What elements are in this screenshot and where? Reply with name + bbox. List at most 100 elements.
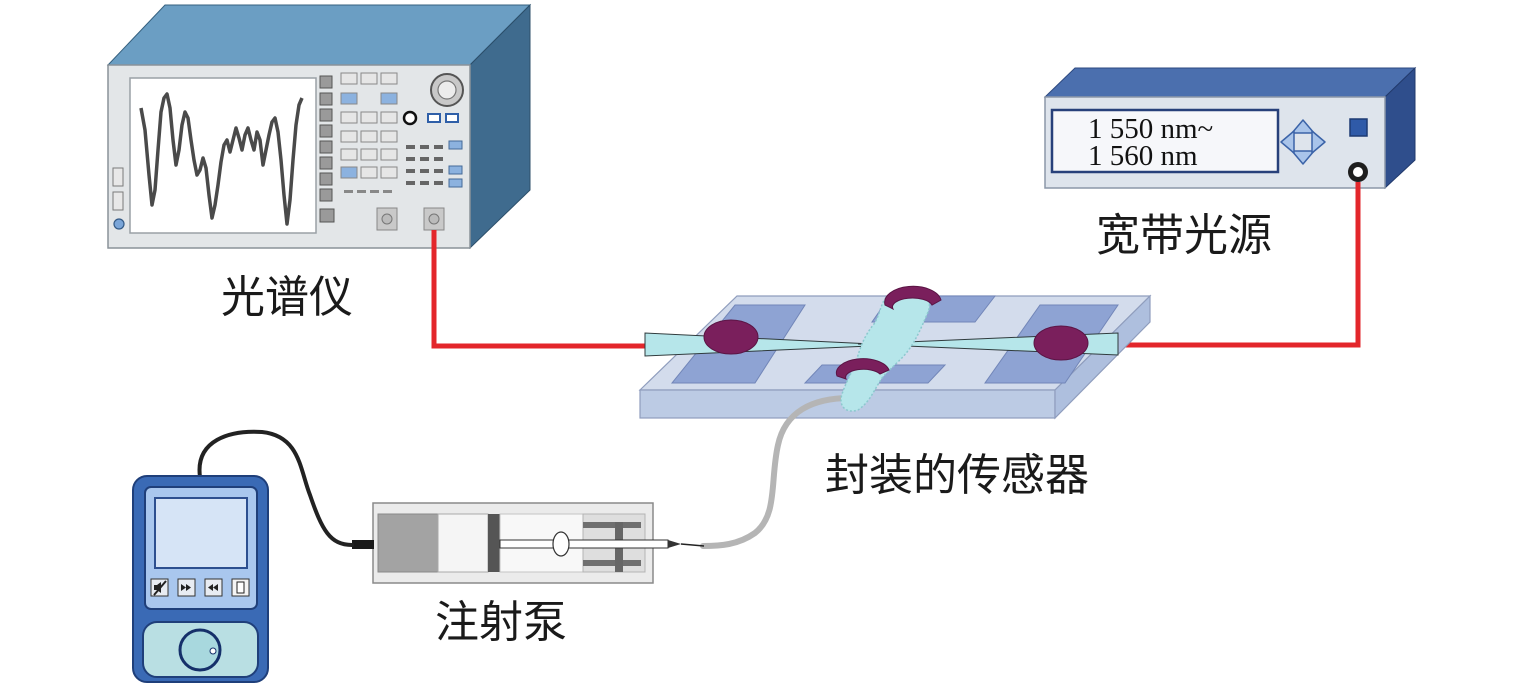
knob-inner [437,80,457,100]
ff-triangle [186,584,191,591]
power-indicator-icon [113,218,125,230]
blue-key [448,165,463,175]
function-key [340,166,358,179]
knob-icon [430,73,464,107]
adhesive-cap-bottom [835,358,890,380]
keypad-key [434,145,443,149]
syringe-plunger-rod [499,539,669,549]
navigation-arrows-icon [1280,119,1326,165]
indicator-dash [344,190,353,193]
light-source-top-face [1043,67,1417,98]
syringe-pump-label: 注射泵 [435,597,567,648]
arrow-right [1311,130,1326,154]
input-port [376,207,398,231]
keypad-key [406,181,415,185]
ring-button [402,110,418,126]
port-socket [381,213,393,225]
keypad-key [420,157,429,161]
broadband-source-label: 宽带光源 [1096,210,1272,261]
pump-motor-block [377,513,439,573]
adhesive-cap-top [884,285,942,311]
controller-button-rewind [204,578,223,597]
function-key [360,111,378,124]
control-cable [197,429,354,547]
output-port [423,207,445,231]
arrow-left [1280,130,1295,154]
pump-drive-block [437,513,489,573]
function-key [340,92,358,105]
blue-key [448,178,463,188]
keypad-key [434,169,443,173]
softkey [319,188,333,202]
blue-key [448,140,463,150]
softkey [319,75,333,89]
keypad-key [420,169,429,173]
side-slot [112,167,124,187]
clamp-bar-bottom [583,560,641,566]
softkey [319,172,333,186]
controller-button-mute [150,578,169,597]
keypad-key [420,181,429,185]
rw-triangle [213,584,218,591]
source-output-port [1348,162,1368,182]
softkey [319,156,333,170]
keypad-key [420,145,429,149]
blue-key [427,113,441,123]
function-key [360,130,378,143]
function-key [380,72,398,85]
function-key [380,166,398,179]
syringe-needle [680,543,705,547]
wavelength-display-line1: 1 550 nm~ [1088,113,1213,145]
pump-cable-connector [352,540,374,549]
arrow-up [1291,119,1315,134]
fluid-tube [700,395,853,549]
broadband-light-source: 1 550 nm~ 1 560 nm 宽带光源 [1043,66,1417,261]
wavelength-display-line2: 1 560 nm [1088,140,1198,172]
softkey [319,124,333,138]
indicator-dash [383,190,392,193]
blue-key [445,113,459,123]
pump-pusher-block [488,514,500,572]
function-key [380,148,398,161]
rewind-icon [208,584,218,591]
sensor-label: 封装的传感器 [825,450,1089,501]
softkey [319,108,333,122]
syringe-pump: 注射泵 [352,502,705,648]
spectrum-analyzer: 光谱仪 [106,3,532,323]
function-key [380,111,398,124]
controller-knob [178,628,222,672]
keypad-key [406,169,415,173]
softkey [319,208,335,223]
pump-controller [132,475,269,683]
function-key [380,130,398,143]
microfluidic-channel [840,290,931,412]
source-on-button [1349,118,1368,137]
syringe-needle-tip [668,540,681,548]
function-key [360,166,378,179]
controller-button-power [231,578,250,597]
wavelength-display [1050,108,1280,174]
keypad-key [406,145,415,149]
fiber-cable-to-spectrometer [431,230,646,349]
softkey [319,140,333,154]
function-key [360,148,378,161]
substrate-side-face [1054,294,1151,420]
softkey [319,92,333,106]
syringe-flange [552,531,570,557]
knob-indicator [209,647,217,655]
function-key-grid [340,72,398,179]
fast-forward-icon [181,584,191,591]
adhesive-right [1033,325,1089,361]
indicator-dash [370,190,379,193]
power-icon [236,581,245,594]
port-socket [1353,167,1363,177]
spectrometer-label: 光谱仪 [221,272,353,323]
knob-icon [178,628,222,672]
function-key [340,72,358,85]
function-key [340,148,358,161]
softkey-column [319,75,335,223]
function-key [380,92,398,105]
side-slot [112,191,124,211]
controller-screen [154,497,248,569]
